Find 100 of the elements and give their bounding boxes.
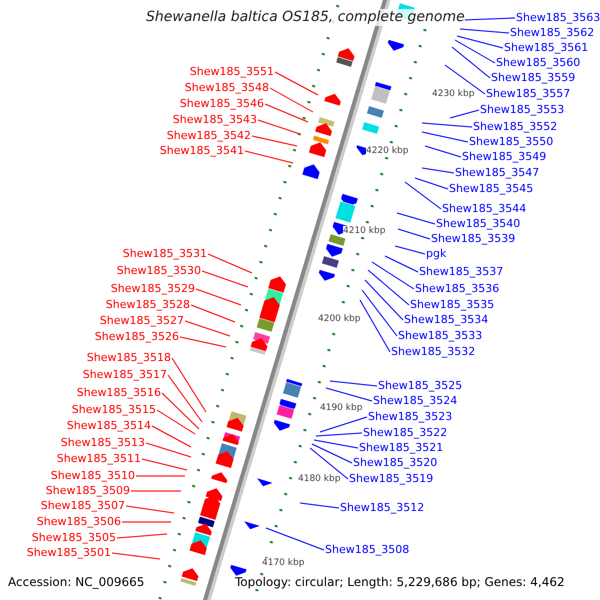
- scale-label: 4220 kbp: [366, 146, 408, 157]
- leader-line: [156, 410, 196, 434]
- leader-line: [112, 552, 160, 560]
- leader-line: [130, 490, 182, 492]
- gene-label: Shew185_3520: [353, 456, 438, 469]
- gene-label: Shew185_3521: [359, 441, 444, 454]
- leader-line: [444, 64, 486, 94]
- leader-line: [270, 88, 314, 112]
- gene-label: Shew185_3559: [491, 71, 576, 84]
- gene-label: Shew185_3561: [504, 41, 588, 54]
- gene-label: Shew185_3547: [455, 166, 540, 179]
- leader-line: [460, 28, 510, 34]
- gene-label: Shew185_3534: [404, 313, 488, 326]
- gene-label: Shew185_3545: [449, 182, 534, 195]
- leader-line: [360, 300, 390, 352]
- leader-line: [312, 444, 352, 464]
- leader-line: [252, 136, 298, 146]
- gene-label: Shew185_3548: [184, 81, 269, 94]
- gene-label: Shew185_3532: [391, 345, 476, 358]
- leader-line: [372, 262, 414, 290]
- gene-label: Shew185_3544: [442, 202, 526, 215]
- leader-line: [310, 448, 348, 480]
- gene-label: pgk: [426, 247, 446, 260]
- gene-label: Shew185_3524: [373, 394, 458, 407]
- gene-label: Shew185_3540: [436, 217, 520, 230]
- leader-line: [364, 280, 404, 320]
- scale-label: 4210 kbp: [343, 226, 386, 237]
- leader-line: [152, 426, 192, 448]
- leader-line: [330, 380, 378, 386]
- gene-label: Shew185_3537: [419, 265, 504, 278]
- gene-label: Shew185_3526: [94, 330, 179, 343]
- leader-line: [424, 146, 462, 158]
- leader-line: [202, 270, 248, 288]
- gene-label: Shew185_3527: [100, 314, 184, 327]
- leader-line: [456, 36, 504, 48]
- leader-line: [414, 178, 448, 190]
- gene-label: Shew185_3536: [415, 282, 500, 295]
- gene-label: Shew185_3510: [50, 469, 135, 482]
- gene-label: Shew185_3511: [56, 452, 141, 465]
- leader-line: [422, 168, 454, 174]
- leader-line: [450, 110, 480, 118]
- gene-label: Shew185_3514: [66, 419, 151, 432]
- leader-line: [326, 388, 372, 402]
- leader-line: [422, 132, 468, 142]
- gene-label: Shew185_3528: [106, 298, 190, 311]
- gene-label: Shew185_3535: [410, 298, 494, 311]
- leader-line: [190, 304, 236, 322]
- gene-label: Shew185_3522: [363, 426, 448, 439]
- gene-label: Shew185_3530: [116, 264, 201, 277]
- gene-label: Shew185_3508: [325, 543, 410, 556]
- gene-label: Shew185_3562: [510, 26, 594, 39]
- leader-line: [368, 270, 410, 306]
- gene-label: Shew185_3560: [496, 56, 580, 69]
- gene-label: Shew185_3542: [166, 129, 251, 142]
- gene-label: Shew185_3518: [86, 351, 171, 364]
- leader-line: [146, 442, 192, 458]
- gene-label: Shew185_3531: [122, 247, 207, 260]
- gene-label: Shew185_3529: [110, 282, 195, 295]
- leader-line: [454, 40, 496, 64]
- leader-line: [384, 256, 418, 272]
- leader-line: [422, 122, 472, 128]
- leader-line: [274, 72, 318, 96]
- leader-line: [244, 150, 294, 164]
- gene-label: Shew185_3553: [480, 103, 564, 116]
- leader-line: [266, 528, 324, 550]
- gene-label: Shew185_3501: [26, 546, 111, 559]
- gene-label: Shew185_3550: [469, 135, 554, 148]
- scale-label: 4180 kbp: [298, 474, 340, 485]
- leader-line: [184, 320, 230, 336]
- gene-label: Shew185_3539: [431, 232, 516, 245]
- leader-line: [264, 104, 308, 122]
- gene-label: Shew185_3512: [340, 501, 424, 514]
- leader-line: [142, 458, 188, 470]
- gene-label: Shew185_3517: [82, 368, 167, 381]
- leader-line: [126, 506, 174, 514]
- leader-line: [362, 290, 398, 336]
- gene-label: Shew185_3563: [516, 11, 600, 24]
- leader-line: [398, 228, 430, 240]
- leader-line: [452, 46, 490, 78]
- leader-line: [404, 182, 442, 210]
- gene-label: Shew185_3523: [368, 410, 452, 423]
- leader-line: [196, 288, 242, 306]
- leader-line: [180, 336, 226, 348]
- leader-line: [116, 534, 168, 538]
- gene-label: Shew185_3513: [60, 436, 145, 449]
- leader-line: [396, 212, 436, 224]
- gene-label: Shew185_3533: [398, 329, 482, 342]
- gene-label: Shew185_3509: [46, 484, 130, 497]
- leader-line: [172, 358, 206, 412]
- footer-note: Accession: NC_009665: [8, 575, 144, 589]
- gene-label: Shew185_3505: [32, 531, 116, 544]
- scale-label: 4230 kbp: [432, 89, 474, 100]
- gene-label: Shew185_3552: [473, 120, 558, 133]
- scale-label: 4190 kbp: [320, 403, 362, 414]
- gene-label: Shew185_3541: [160, 144, 244, 157]
- leader-line: [462, 18, 516, 20]
- gene-label: Shew185_3519: [349, 472, 434, 485]
- title: Shewanella baltica OS185, complete genome: [146, 9, 465, 26]
- gene-label: Shew185_3551: [190, 65, 274, 78]
- gene-label: Shew185_3507: [40, 499, 125, 512]
